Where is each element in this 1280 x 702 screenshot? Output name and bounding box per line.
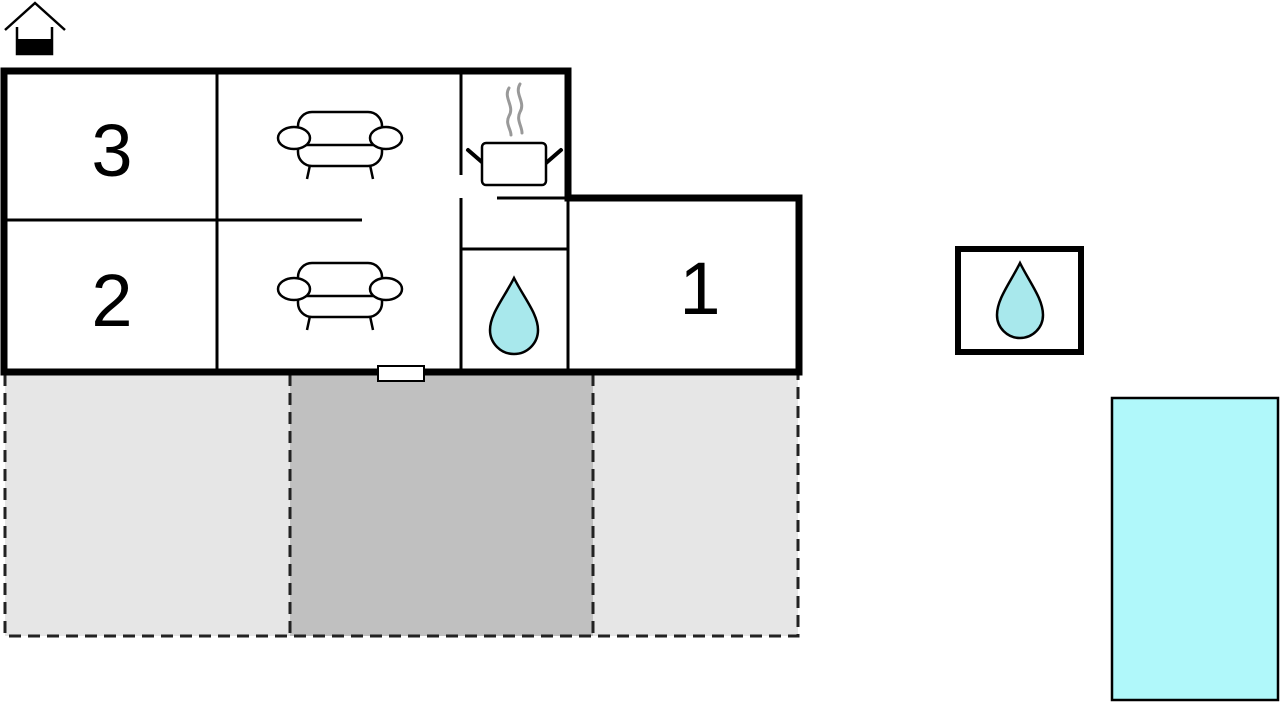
pool <box>1110 396 1280 702</box>
sofa-icon <box>276 110 404 180</box>
room-2-label: 2 <box>91 259 132 342</box>
room-3-label: 3 <box>91 109 132 192</box>
water-drop-icon <box>995 260 1045 340</box>
house-entrance-icon <box>4 1 66 56</box>
cooking-pot-icon <box>466 82 563 187</box>
entrance-door <box>377 365 425 382</box>
interior-walls <box>5 72 570 372</box>
terrace-right <box>593 374 798 636</box>
outer-walls <box>0 67 803 376</box>
water-drop-icon <box>488 275 540 356</box>
steam-lines <box>505 82 524 137</box>
terrace-dashed-outline <box>3 374 800 638</box>
sofa-icon <box>276 261 404 331</box>
terrace-left <box>5 374 290 636</box>
room-1-label: 1 <box>679 247 720 330</box>
terrace-center <box>290 374 593 636</box>
